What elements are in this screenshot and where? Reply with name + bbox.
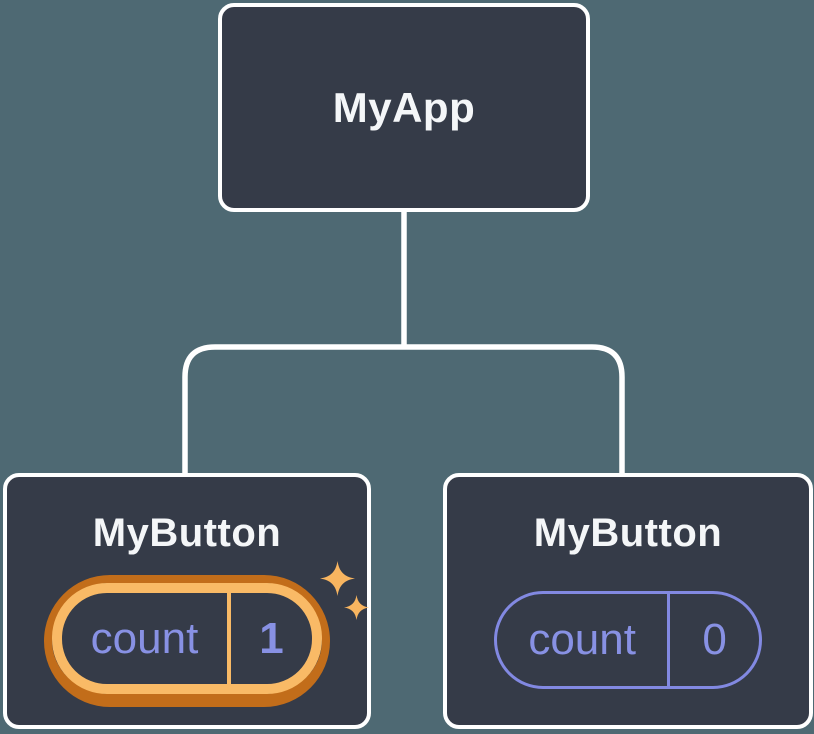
component-name-label: MyButton [533, 511, 723, 555]
state-pill: count 0 [494, 591, 762, 689]
state-value-label: 0 [702, 615, 727, 664]
sparkle-icon [344, 595, 369, 620]
sparkle-icon [320, 561, 355, 596]
connector-bracket [182, 344, 625, 475]
state-value-label: 1 [259, 613, 284, 663]
component-node-button-1: MyButton count 1 [3, 473, 371, 729]
state-name-label: count [62, 593, 231, 684]
state-pill-highlighted: count 1 [44, 575, 330, 707]
state-pill-inner-ring: count 1 [52, 583, 322, 694]
component-name-label: MyButton [92, 511, 282, 555]
component-node-button-2: MyButton count 0 [443, 473, 813, 729]
component-node-root: MyApp [218, 3, 590, 212]
component-name-label: MyApp [332, 83, 476, 131]
state-name-label: count [497, 594, 671, 686]
